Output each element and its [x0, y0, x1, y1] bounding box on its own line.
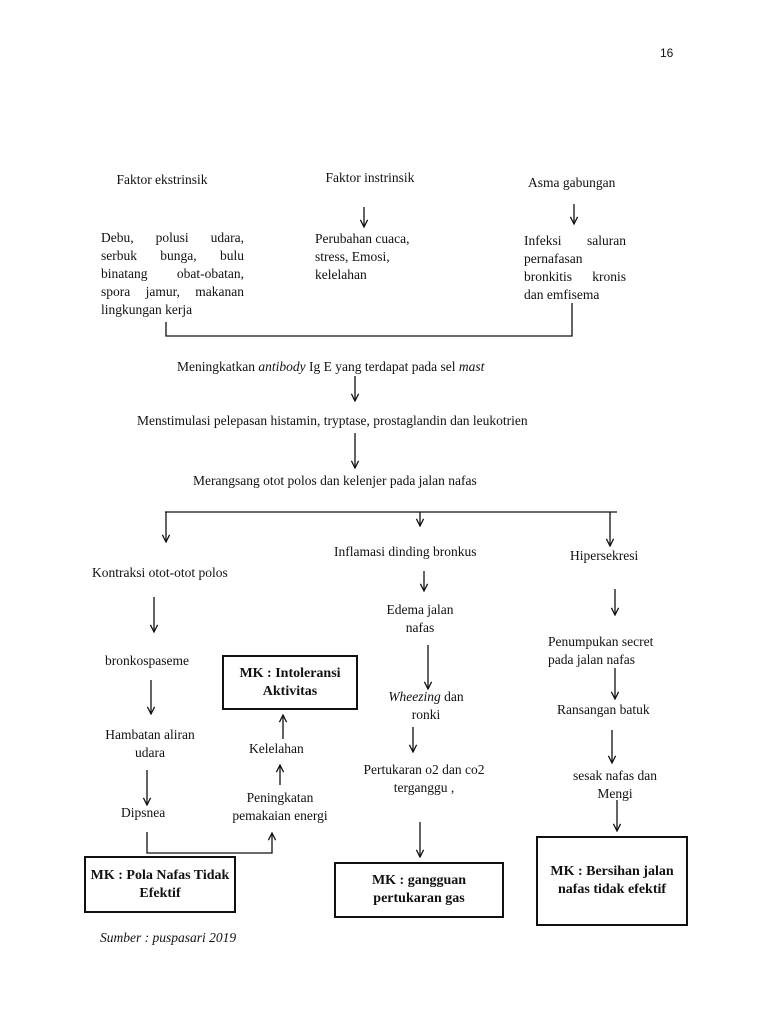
- box-mk-pola-nafas: MK : Pola Nafas Tidak Efektif: [84, 856, 236, 913]
- flow-step-histamin: Menstimulasi pelepasan histamin, tryptas…: [137, 413, 528, 428]
- faktor-instrinsik-detail: Perubahan cuaca, stress, Emosi, kelelaha…: [315, 231, 410, 282]
- join-bracket: [165, 303, 573, 337]
- node-ransangan-batuk: Ransangan batuk: [557, 702, 650, 717]
- flow-step-antibody: Meningkatkan antibody Ig E yang terdapat…: [177, 358, 484, 376]
- box-mk-bersihan-jalan-nafas: MK : Bersihan jalan nafas tidak efektif: [536, 836, 688, 926]
- flow-step-antibody-em1: antibody: [258, 359, 306, 374]
- asma-gabungan-title: Asma gabungan: [528, 175, 616, 190]
- faktor-instrinsik-title: Faktor instrinsik: [325, 170, 415, 185]
- flow-step-antibody-pre: Meningkatkan: [177, 359, 259, 374]
- node-wheezing-em: Wheezing: [388, 689, 441, 704]
- node-wheezing-rest: dan ronki: [411, 689, 464, 722]
- node-edema: Edema jalan nafas: [386, 602, 454, 635]
- faktor-ekstrinsik-title: Faktor ekstrinsik: [116, 172, 208, 187]
- node-hambatan-aliran: Hambatan aliran udara: [105, 727, 195, 760]
- page-number: 16: [660, 46, 674, 60]
- node-sesak-nafas: sesak nafas dan Mengi: [573, 768, 657, 801]
- node-wheezing: Wheezing dan ronki: [375, 688, 477, 724]
- box-mk-gangguan-pertukaran-gas: MK : gangguan pertukaran gas: [334, 862, 504, 918]
- faktor-ekstrinsik-detail: Debu, polusi udara, serbuk bunga, bulu b…: [101, 230, 244, 317]
- asma-gabungan-detail: Infeksi saluran pernafasan bronkitis kro…: [524, 233, 626, 302]
- source-note: Sumber : puspasari 2019: [100, 930, 237, 945]
- flow-step-otot-polos: Merangsang otot polos dan kelenjer pada …: [193, 473, 477, 488]
- node-kelelahan: Kelelahan: [249, 741, 304, 756]
- node-peningkatan-energi: Peningkatan pemakaian energi: [232, 790, 328, 823]
- flow-step-antibody-em2: mast: [458, 359, 485, 374]
- box-mk-intoleransi-aktivitas: MK : Intoleransi Aktivitas: [222, 655, 358, 710]
- node-pertukaran: Pertukaran o2 dan co2 terganggu ,: [363, 762, 485, 795]
- node-dipsnea: Dipsnea: [121, 805, 166, 820]
- flow-step-antibody-mid: Ig E yang terdapat pada sel: [305, 359, 459, 374]
- node-bronkospasme: bronkospaseme: [105, 653, 189, 668]
- node-inflamasi: Inflamasi dinding bronkus: [334, 544, 477, 559]
- node-penumpukan-secret: Penumpukan secret pada jalan nafas: [548, 634, 654, 667]
- connector-dipsnea-energi: [146, 832, 272, 854]
- node-kontraksi: Kontraksi otot-otot polos: [92, 565, 228, 580]
- node-hipersekresi: Hipersekresi: [570, 548, 639, 563]
